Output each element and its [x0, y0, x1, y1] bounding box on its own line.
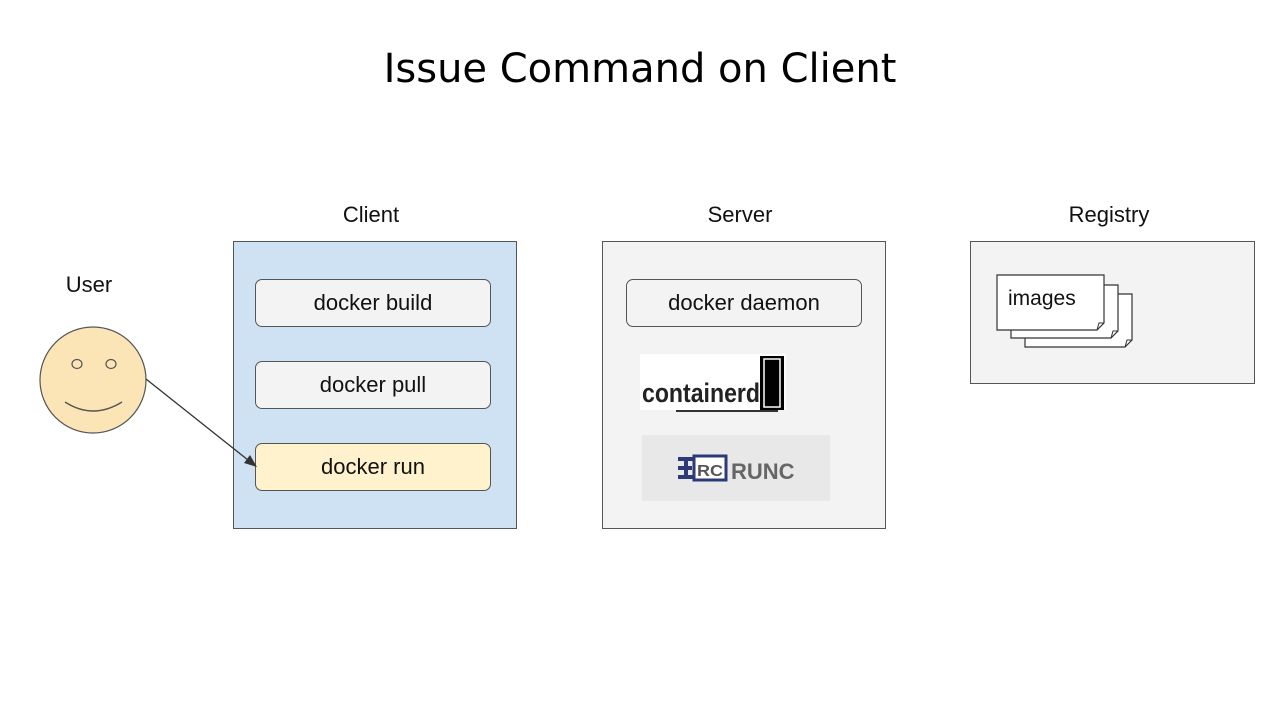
server-label: Server	[707, 202, 773, 227]
runc-logo-icon: RC RUNC	[642, 435, 830, 501]
runc-logo-text: RUNC	[731, 459, 795, 484]
containerd-logo-text: containerd	[642, 378, 760, 408]
images-label: images	[1008, 287, 1076, 310]
docker-run-button[interactable]: docker run	[255, 443, 491, 491]
registry-label: Registry	[1068, 202, 1150, 227]
docker-pull-button[interactable]: docker pull	[255, 361, 491, 409]
docker-daemon-box: docker daemon	[626, 279, 862, 327]
user-face-icon	[39, 326, 147, 434]
containerd-logo-icon: containerd	[640, 354, 786, 412]
runc-mark-text: RC	[697, 463, 724, 480]
client-label: Client	[342, 202, 400, 227]
docker-build-button[interactable]: docker build	[255, 279, 491, 327]
slide-title: Issue Command on Client	[383, 46, 897, 92]
user-label: User	[65, 272, 113, 297]
images-stack-icon	[996, 274, 1133, 348]
